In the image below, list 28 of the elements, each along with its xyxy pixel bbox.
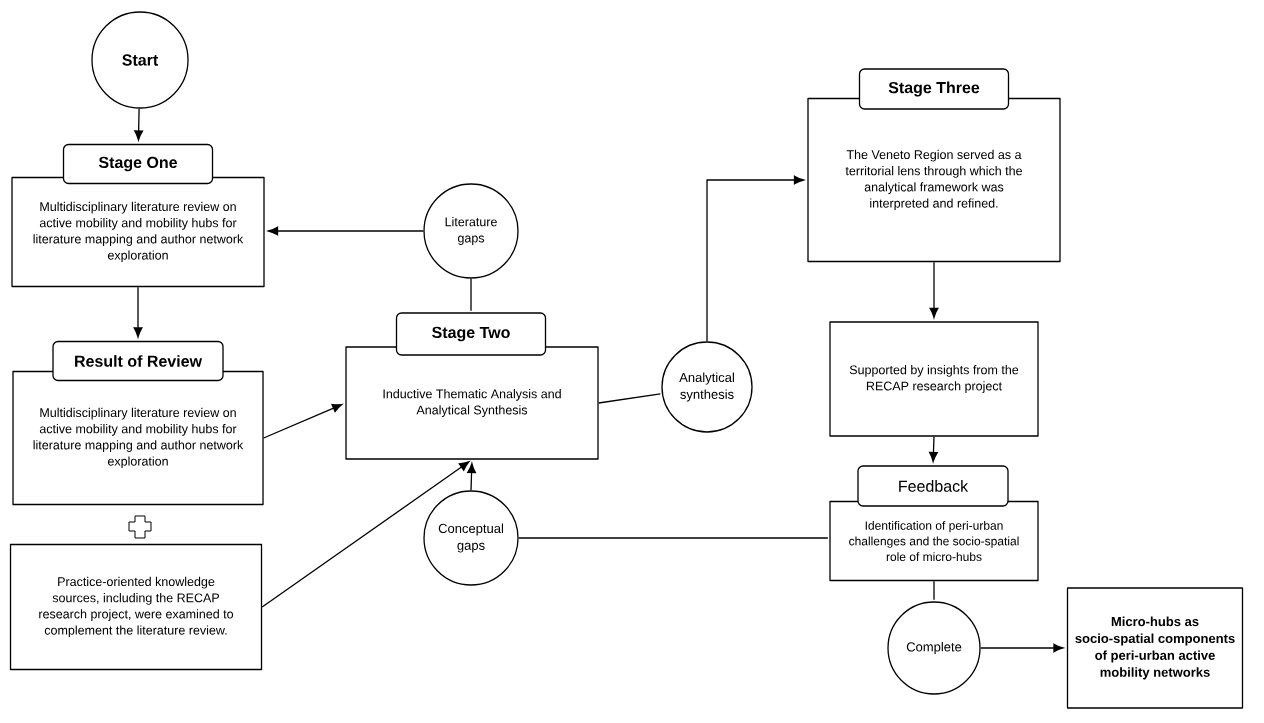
node-label: Stage Three bbox=[888, 81, 980, 97]
stage-box: Result of Review Multidisciplinary literature review on active mobility and mobility hubs for literature mapping and author network exploration bbox=[12, 340, 264, 506]
circle-node: Start bbox=[91, 11, 189, 109]
stage-box: Feedback Identification of peri-urban challenges and the socio-spatial role of micro-hubs bbox=[829, 465, 1039, 582]
arrow bbox=[929, 436, 938, 463]
process-box: Micro-hubs as socio-spatial components of peri-urban active mobility networks bbox=[1066, 587, 1244, 709]
arrow bbox=[267, 226, 424, 236]
process-box: Practice-oriented knowledge sources, including the RECAP research project, were examined to complement the literature review. bbox=[9, 543, 263, 671]
arrow bbox=[980, 643, 1064, 653]
arrow bbox=[706, 175, 805, 342]
stage-box: Stage Three The Veneto Region served as a territorial lens through which the analytical framework was interpreted and refined. bbox=[807, 68, 1061, 263]
arrow bbox=[467, 462, 477, 491]
node-label: Result of Review bbox=[75, 355, 203, 367]
arrow bbox=[263, 403, 343, 439]
arrow bbox=[929, 261, 939, 319]
circle-node: Analytical synthesis bbox=[661, 341, 753, 433]
circle-node: Complete bbox=[887, 601, 981, 695]
stage-box: Stage Two Inductive Thematic Analysis and Analytical Synthesis bbox=[345, 312, 599, 460]
circle-node: Conceptual gaps bbox=[423, 490, 519, 586]
arrow bbox=[261, 461, 470, 608]
node-label: Feedback bbox=[899, 480, 969, 492]
arrow bbox=[133, 286, 143, 338]
node-label: Stage One bbox=[98, 156, 178, 172]
node-label: Stage Two bbox=[432, 326, 510, 342]
arrow bbox=[134, 108, 144, 141]
circle-node: Literature gaps bbox=[423, 183, 519, 279]
stage-box: Stage One Multidisciplinary literature review on active mobility and mobility hubs for literature mapping and author network exploration bbox=[11, 143, 265, 288]
process-box: Supported by insights from the RECAP research project bbox=[829, 321, 1039, 437]
